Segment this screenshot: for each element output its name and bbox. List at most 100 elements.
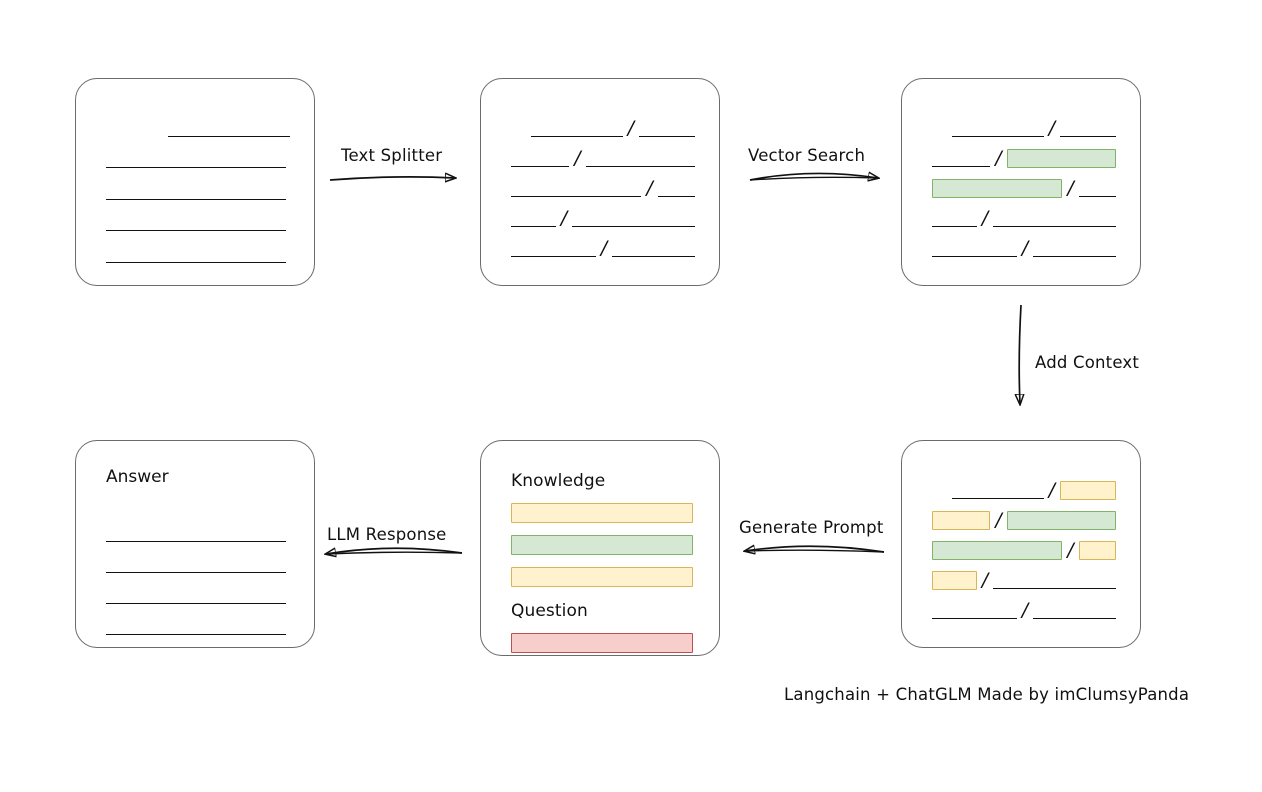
highlight-chip-green [932,541,1063,560]
line-segment [951,136,1044,137]
split-row: / [511,169,695,199]
line-segment [511,256,596,257]
prompt-bar-red [511,633,693,653]
highlight-chip-green [1006,511,1116,530]
answer-label: Answer [106,467,169,487]
split-row: / [932,531,1116,561]
line-segment [106,572,286,573]
line-segment [639,136,695,137]
box-vector-matches: / / / / / [901,78,1141,286]
line-segment [106,167,286,169]
box-prompt: Knowledge Question [480,440,720,656]
line-segment [511,226,556,227]
question-label: Question [511,601,588,621]
answer-lines [106,511,290,635]
line-segment [106,261,286,263]
line-segment [511,166,570,167]
line-segment [932,618,1017,619]
highlight-chip-green [1006,149,1116,168]
line-segment [1033,256,1116,257]
line-segment [585,166,695,167]
slash-separator: / [646,177,653,199]
slash-separator: / [1021,599,1029,621]
vector-match-rows: / / / / / [932,105,1116,263]
split-row: / [932,591,1116,621]
knowledge-label: Knowledge [511,471,606,491]
split-row: / [932,169,1116,199]
prompt-bar-yellow [511,567,693,587]
highlight-chip-yellow [932,511,991,530]
split-chunk-rows: ///// [511,105,695,263]
split-row: / [932,229,1116,259]
split-row: / [932,109,1116,139]
line-segment [168,135,290,137]
slash-separator: / [995,509,1002,531]
split-row: / [932,471,1116,501]
edge-label-add-context: Add Context [1035,353,1140,372]
slash-separator: / [981,569,989,591]
line-segment [932,166,991,167]
line-segment [530,136,623,137]
arrow-generate-prompt [745,546,885,552]
split-row: / [511,109,695,139]
prompt-bar-green [511,535,693,555]
box-answer: Answer [75,440,315,648]
split-row: / [932,501,1116,531]
split-row: / [511,139,695,169]
line-segment [932,226,977,227]
box-source-document [75,78,315,286]
box-split-chunks: ///// [480,78,720,286]
text-line [106,231,290,263]
text-line [106,200,290,232]
line-segment [1078,196,1116,197]
split-row: / [511,229,695,259]
text-line [106,105,290,137]
line-segment [993,226,1116,227]
arrow-llm-response [326,548,463,554]
line-segment [932,256,1017,257]
diagram-caption: Langchain + ChatGLM Made by imClumsyPand… [784,685,1190,704]
highlight-chip-yellow [1060,481,1116,500]
line-segment [572,226,695,227]
slash-separator: / [560,207,568,229]
knowledge-bars [511,503,693,587]
box-context-added: / / / / / [901,440,1141,648]
highlight-chip-yellow [1078,541,1116,560]
split-row: / [932,139,1116,169]
arrow-text-splitter [329,177,455,180]
text-line [106,168,290,200]
line-segment [993,588,1116,589]
text-line [106,542,290,573]
slash-separator: / [600,237,608,259]
question-bars [511,633,693,653]
slash-separator: / [1067,177,1074,199]
line-segment [511,196,642,197]
line-segment [106,198,286,200]
slash-separator: / [981,207,989,229]
slash-separator: / [627,117,634,139]
slash-separator: / [1067,539,1074,561]
line-segment [106,541,286,542]
context-added-rows: / / / / / [932,467,1116,625]
edge-label-llm-response: LLM Response [327,525,447,544]
arrow-vector-search [749,173,878,180]
line-segment [612,256,695,257]
line-segment [106,230,286,232]
prompt-bar-yellow [511,503,693,523]
edge-label-vector-search: Vector Search [748,146,866,165]
slash-separator: / [1021,237,1029,259]
text-line [106,573,290,604]
edge-label-text-splitter: Text Splitter [341,146,443,165]
arrow-add-context [1019,304,1021,404]
split-row: / [932,199,1116,229]
text-line [106,511,290,542]
text-line [106,137,290,169]
line-segment [657,196,695,197]
slash-separator: / [995,147,1002,169]
source-document-lines [106,105,290,263]
edge-label-generate-prompt: Generate Prompt [739,518,884,537]
line-segment [951,498,1044,499]
line-segment [1060,136,1116,137]
slash-separator: / [1048,479,1055,501]
